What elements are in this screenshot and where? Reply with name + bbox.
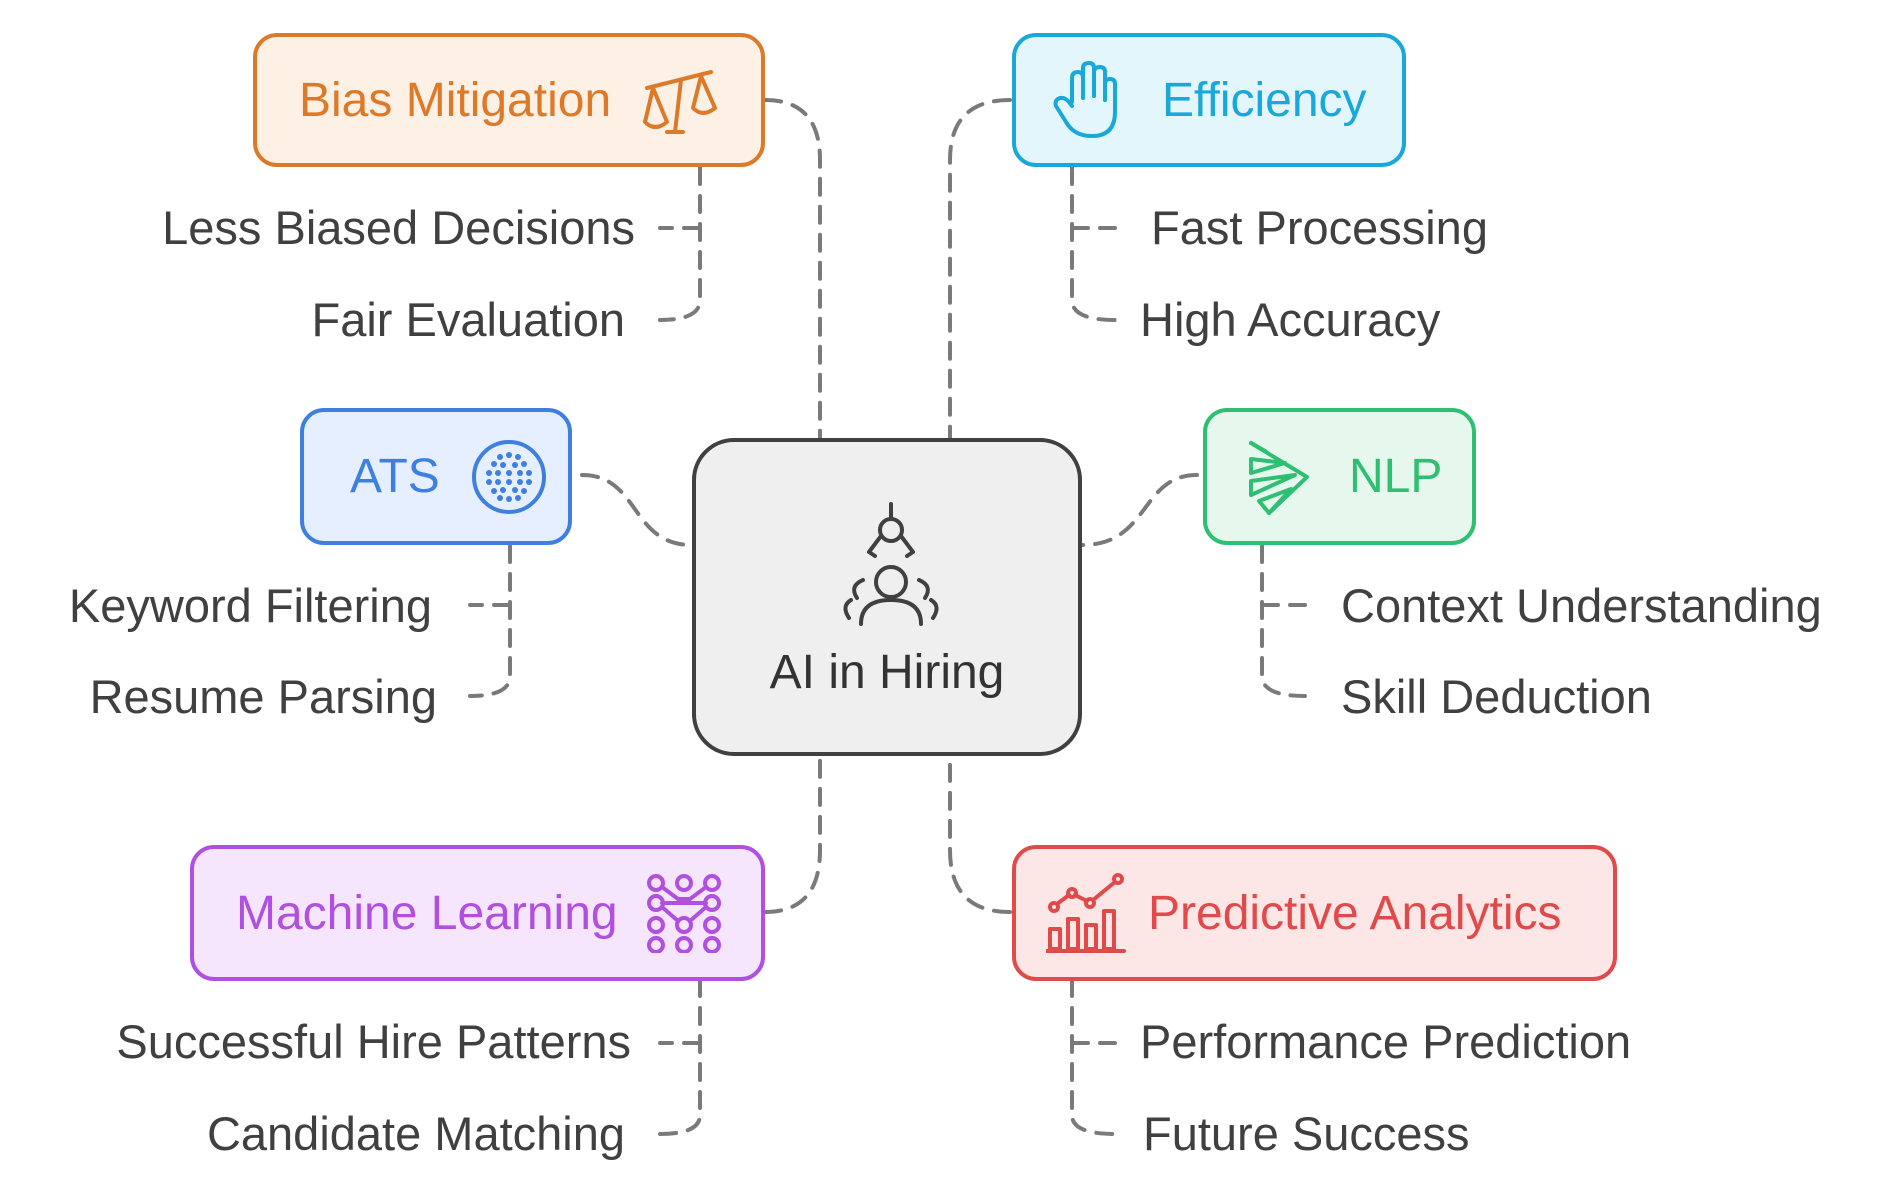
connector-nlp-items	[1260, 544, 1307, 698]
hand-icon	[1053, 61, 1117, 138]
bias-item-less-biased: Less Biased Decisions	[162, 201, 635, 254]
efficiency-item-fast-processing: Fast Processing	[1151, 201, 1488, 254]
node-predictive-analytics: Predictive Analytics	[1012, 845, 1617, 981]
node-label: Efficiency	[1162, 73, 1367, 127]
nlp-item-context-understanding: Context Understanding	[1341, 579, 1822, 632]
connector-predictive-items	[1070, 978, 1117, 1136]
predictive-item-performance-prediction: Performance Prediction	[1140, 1015, 1632, 1068]
ml-item-candidate-matching: Candidate Matching	[206, 1107, 625, 1160]
node-bias-mitigation: Bias Mitigation	[253, 33, 765, 167]
connector-bias-items	[658, 166, 702, 322]
connector-ml	[763, 754, 822, 914]
node-nlp: NLP	[1203, 408, 1476, 545]
scales-icon	[643, 70, 718, 134]
ats-item-keyword-filtering: Keyword Filtering	[68, 579, 432, 632]
connector-ml-items	[658, 978, 702, 1136]
node-efficiency: Efficiency	[1012, 33, 1406, 167]
center-label: AI in Hiring	[769, 646, 1005, 699]
connector-bias	[763, 98, 822, 440]
layered-arrow-icon	[1249, 440, 1309, 515]
robot-arm-user-icon	[843, 502, 939, 626]
connector-nlp	[1080, 473, 1199, 547]
connector-efficiency-items	[1070, 166, 1117, 322]
bar-chart-trend-icon	[1046, 873, 1126, 953]
dotted-circle-icon	[471, 439, 546, 514]
node-label: Predictive Analytics	[1148, 886, 1562, 940]
node-label: Bias Mitigation	[299, 73, 612, 127]
node-label: NLP	[1349, 450, 1443, 503]
node-label: Machine Learning	[236, 886, 618, 940]
connector-ats	[580, 473, 694, 547]
node-machine-learning: Machine Learning	[190, 845, 765, 981]
nlp-item-skill-deduction: Skill Deduction	[1341, 670, 1652, 723]
node-ats: ATS	[300, 408, 572, 545]
ml-item-successful-hire-patterns: Successful Hire Patterns	[116, 1015, 631, 1068]
connector-ats-items	[468, 544, 512, 698]
center-node	[692, 438, 1082, 756]
connector-predictive	[948, 754, 1012, 914]
bias-item-fair-evaluation: Fair Evaluation	[311, 293, 626, 346]
efficiency-item-high-accuracy: High Accuracy	[1140, 293, 1441, 346]
predictive-item-future-success: Future Success	[1143, 1107, 1470, 1160]
node-label: ATS	[350, 450, 440, 503]
ats-item-resume-parsing: Resume Parsing	[89, 670, 437, 723]
connector-efficiency	[948, 98, 1012, 440]
node-network-icon	[646, 874, 721, 953]
